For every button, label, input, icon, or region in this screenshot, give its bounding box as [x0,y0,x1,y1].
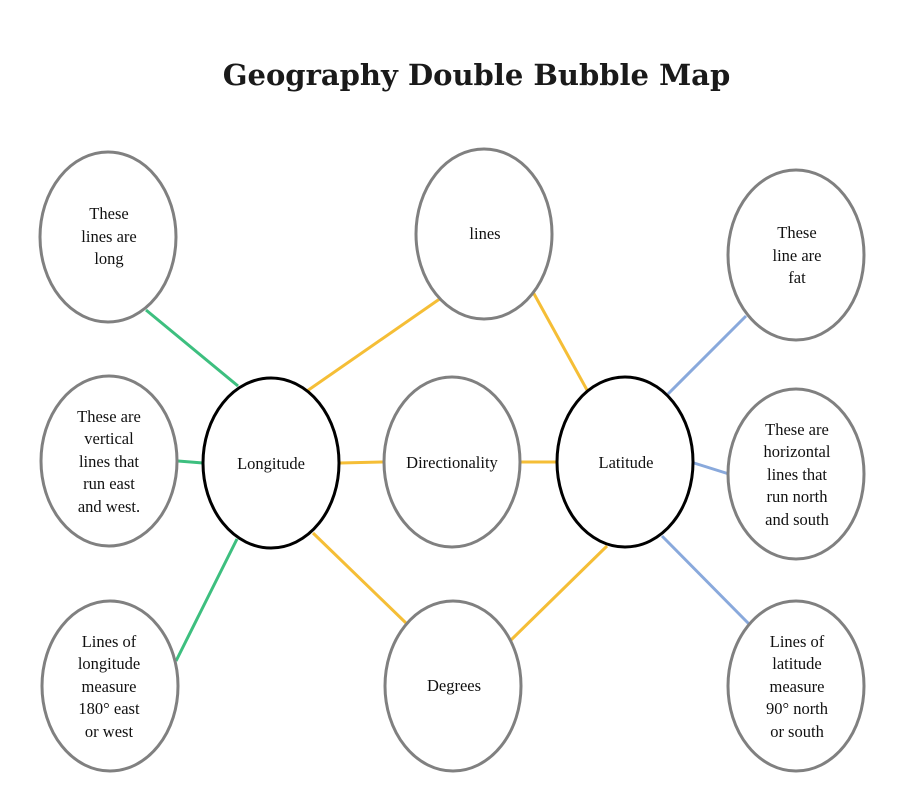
right-attr-bubble-3 [726,599,866,773]
shared-bubble-degrees [383,599,523,773]
topic-bubble-longitude [201,376,341,550]
link-longitude-attr3 [174,538,239,662]
right-attr-label-3: Lines of latitude measure 90° north or s… [765,631,829,741]
left-attr-label-2: These are vertical lines that run east a… [77,406,141,516]
shared-bubble-lines [414,147,554,321]
shared-label-degrees: Degrees [426,675,482,695]
shared-bubble-directionality [382,375,522,549]
link-longitude-degrees [311,531,409,626]
left-attr-label-1: These lines are long [81,204,137,269]
right-attr-bubble-1 [726,168,866,342]
right-attr-bubble-2 [726,387,866,561]
right-attr-label-1: These line are fat [772,223,822,288]
link-latitude-lines [531,291,589,391]
shared-label-lines: lines [469,223,501,243]
link-latitude-attr1 [666,314,748,396]
left-attr-bubble-1 [38,150,178,324]
diagram-title: Geography Double Bubble Map [222,58,731,92]
right-attr-label-2: These are horizontal lines that run nort… [763,419,831,529]
link-longitude-attr2 [177,459,204,465]
shared-label-directionality: Directionality [406,452,498,472]
link-longitude-directionality [339,460,384,465]
topic-label-longitude: Longitude [237,453,305,473]
link-longitude-attr1 [145,308,239,388]
link-longitude-lines [306,296,442,393]
link-latitude-attr2 [693,461,730,476]
left-attr-bubble-3 [40,599,180,773]
link-latitude-degrees [509,544,609,642]
left-attr-label-3: Lines of longitude measure 180° east or … [77,631,141,741]
link-latitude-attr3 [660,534,751,626]
topic-label-latitude: Latitude [598,452,654,472]
topic-bubble-latitude [555,375,695,549]
left-attr-bubble-2 [39,374,179,548]
